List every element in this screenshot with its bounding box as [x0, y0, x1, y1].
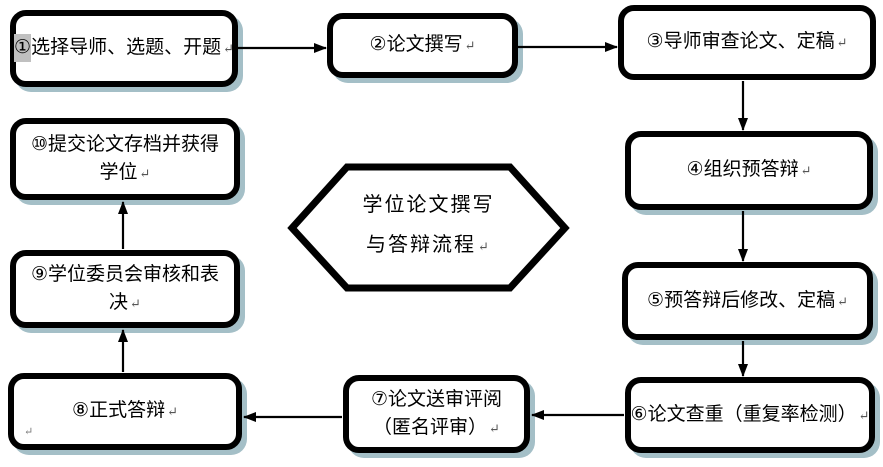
node-5-text: ⑤预答辩后修改、定稿↵ — [647, 287, 848, 316]
node-2-label: 论文撰写 — [386, 34, 463, 55]
flow-node-5[interactable]: ⑤预答辩后修改、定稿↵ — [622, 262, 873, 340]
node-4-number: ④ — [686, 159, 704, 180]
node-7-label-line2: （匿名评审） — [373, 416, 488, 438]
return-mark: ↵ — [464, 38, 476, 53]
node-9-label-line1: 学位委员会审核和表 — [48, 263, 220, 285]
node-6-label: 论文查重（重复率检测） — [647, 403, 857, 425]
node-3-number: ③ — [646, 31, 664, 52]
node-6-text: ⑥论文查重（重复率检测）↵ — [631, 401, 870, 430]
node-1-text: ①选择导师、选题、开题↵ — [14, 34, 234, 63]
node-8-text: ⑧正式答辩↵ — [72, 397, 178, 426]
flow-node-6[interactable]: ⑥论文查重（重复率检测）↵ — [625, 377, 875, 453]
node-7-text-line1: ⑦论文送审评阅 — [371, 386, 502, 414]
node-8-number: ⑧ — [72, 400, 90, 421]
diagram-title-line2-text: 与答辩流程 — [366, 234, 477, 256]
flow-node-10[interactable]: ⑩提交论文存档并获得 学位↵ — [10, 118, 240, 200]
return-mark: ↵ — [478, 239, 491, 254]
return-mark: ↵ — [223, 41, 234, 56]
diagram-title: 学位论文撰写 与答辩流程↵ — [292, 170, 565, 282]
return-mark: ↵ — [800, 163, 812, 178]
paragraph-mark: ↵ — [24, 426, 34, 438]
flow-node-1[interactable]: ①选择导师、选题、开题↵ — [10, 10, 238, 87]
node-7-text-line2: （匿名评审）↵ — [373, 414, 500, 443]
diagram-title-line2: 与答辩流程↵ — [366, 225, 491, 267]
flow-node-2[interactable]: ②论文撰写↵ — [327, 13, 518, 78]
node-2-text: ②论文撰写↵ — [370, 31, 476, 60]
flow-node-9[interactable]: ⑨学位委员会审核和表 决↵ — [10, 250, 240, 328]
node-10-text-line1: ⑩提交论文存档并获得 — [31, 131, 219, 159]
node-8-label: 正式答辩 — [89, 400, 166, 421]
node-1-label: 选择导师、选题、开题 — [31, 37, 222, 58]
return-mark: ↵ — [130, 295, 141, 311]
return-mark: ↵ — [858, 407, 870, 423]
flow-node-7[interactable]: ⑦论文送审评阅 （匿名评审）↵ — [343, 375, 530, 453]
node-2-number: ② — [369, 34, 387, 55]
node-9-label-line2: 决 — [109, 291, 129, 313]
node-9-text-line1: ⑨学位委员会审核和表 — [31, 261, 219, 289]
node-4-label: 组织预答辩 — [703, 159, 799, 180]
node-10-label-line1: 提交论文存档并获得 — [48, 133, 220, 155]
node-3-label: 导师审查论文、定稿 — [663, 31, 835, 52]
return-mark: ↵ — [167, 404, 178, 419]
node-10-number: ⑩ — [30, 133, 49, 155]
node-5-number: ⑤ — [647, 289, 665, 311]
node-4-text: ④组织预答辩↵ — [687, 156, 812, 185]
return-mark: ↵ — [139, 165, 151, 181]
node-10-text-line2: 学位↵ — [100, 159, 151, 188]
return-mark: ↵ — [836, 35, 848, 50]
node-7-label-line1: 论文送审评阅 — [388, 388, 503, 410]
return-mark: ↵ — [837, 293, 848, 309]
flow-node-4[interactable]: ④组织预答辩↵ — [625, 131, 873, 210]
return-mark: ↵ — [489, 420, 500, 436]
node-1-number-highlighted: ① — [14, 34, 32, 62]
node-7-number: ⑦ — [370, 388, 389, 410]
node-9-text-line2: 决↵ — [109, 289, 141, 318]
flow-node-8[interactable]: ⑧正式答辩↵ ↵ — [8, 373, 242, 450]
flow-node-3[interactable]: ③导师审查论文、定稿↵ — [618, 5, 876, 80]
node-6-number: ⑥ — [630, 403, 648, 425]
node-10-label-line2: 学位 — [99, 161, 138, 183]
node-9-number: ⑨ — [30, 263, 49, 285]
node-5-label: 预答辩后修改、定稿 — [664, 289, 836, 311]
node-3-text: ③导师审查论文、定稿↵ — [647, 28, 848, 57]
diagram-title-line1: 学位论文撰写 — [362, 194, 495, 216]
